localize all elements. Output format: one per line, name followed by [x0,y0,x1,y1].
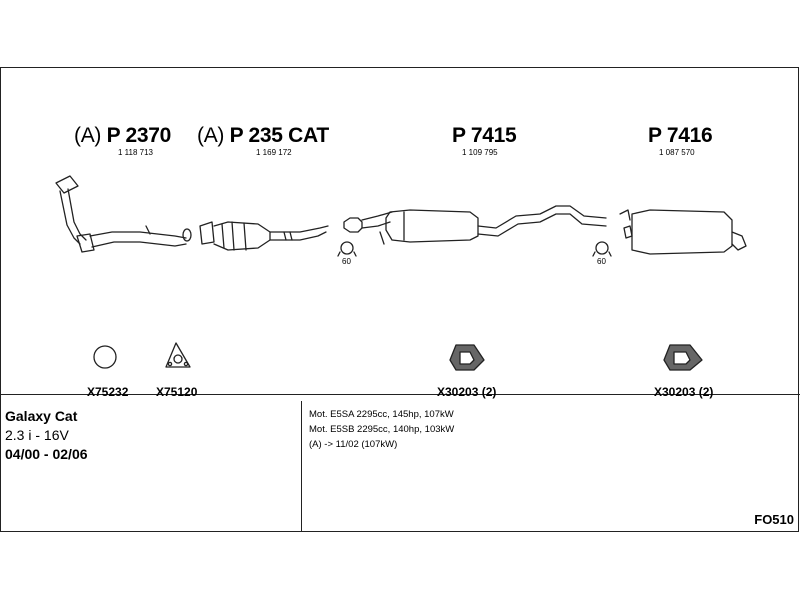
accessory-label-4: X30203 (2) [654,385,714,399]
divider-horizontal [0,394,800,395]
rubber-mount-drawing [449,344,485,371]
part-title-1: (A) P 2370 [74,124,171,148]
part-code: P 235 CAT [229,124,330,147]
accessory-label-2: X75120 [156,385,198,399]
part-title-4: P 7416 [648,124,713,148]
diagram-frame [0,67,799,532]
note-line-2: Mot. E5SB 2295cc, 140hp, 103kW [309,424,455,435]
middle-silencer-drawing [343,205,607,245]
accessory-label-3: X30203 (2) [437,385,497,399]
front-pipe-drawing [55,175,192,253]
part-number-1: 1 118 713 [118,148,153,157]
note-line-1: Mot. E5SA 2295cc, 145hp, 107kW [309,409,454,420]
part-code: P 7415 [452,124,517,147]
clamp-drawing [337,241,357,257]
accessory-label-1: X75232 [87,385,129,399]
divider-vertical [301,401,302,532]
vehicle-model: Galaxy Cat [5,408,78,424]
part-prefix: (A) [74,124,102,147]
part-number-4: 1 087 570 [659,148,695,157]
note-line-3: (A) -> 11/02 (107kW) [309,439,398,450]
part-prefix: (A) [197,124,225,147]
rubber-mount-drawing [663,344,703,371]
clamp-label-1: 60 [342,257,351,266]
clamp-label-2: 60 [597,257,606,266]
catalyst-drawing [199,221,329,251]
rear-silencer-drawing [619,209,747,255]
part-title-3: P 7415 [452,124,517,148]
vehicle-engine: 2.3 i - 16V [5,427,69,443]
diagram-code: FO510 [754,512,794,527]
part-number-2: 1 169 172 [256,148,292,157]
part-code: P 7416 [648,124,713,147]
flange-gasket-drawing [165,342,191,368]
clamp-drawing [592,241,612,257]
part-code: P 2370 [106,124,172,147]
part-title-2: (A) P 235 CAT [197,124,329,148]
vehicle-years: 04/00 - 02/06 [5,446,88,462]
ring-gasket-drawing [93,345,117,369]
part-number-3: 1 109 795 [462,148,498,157]
